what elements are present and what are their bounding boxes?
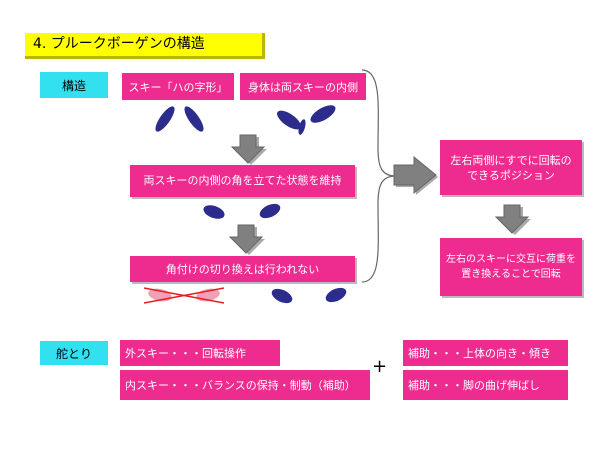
box-inner-ski: 内スキー・・・バランスの保持・制動（補助）	[120, 370, 370, 400]
ski-diagram-edge	[203, 203, 281, 219]
box-edge-maintain: 両スキーの内側の角を立てた状態を維持	[130, 165, 355, 197]
ski-right	[184, 106, 204, 132]
ski-left	[277, 110, 301, 130]
ski-right	[310, 105, 336, 123]
arrow-down-icon	[494, 204, 531, 235]
box-turn-position: 左右両側にすでに回転のできるポジション	[440, 140, 582, 195]
box-ha-shape: スキー「ハの字形」	[122, 73, 234, 100]
ski-left	[155, 106, 175, 132]
arrow-right-icon	[393, 155, 438, 195]
arrow-down-icon	[228, 224, 265, 255]
plus-sign: +	[372, 356, 388, 377]
box-aid-upper-body: 補助・・・上体の向き・傾き	[403, 340, 568, 366]
box-body-inside: 身体は両スキーの内側	[240, 73, 366, 100]
box-outer-ski: 外スキー・・・回転操作	[120, 340, 280, 366]
structure-label: 構造	[40, 72, 108, 98]
ski-diagram-no-switch	[143, 287, 347, 304]
box-aid-legs: 補助・・・脚の曲げ伸ばし	[403, 370, 568, 400]
steering-label: 舵とり	[40, 341, 108, 365]
page-title: 4. プルークボーゲンの構造	[25, 33, 265, 59]
box-weight-shift: 左右のスキーに交互に荷重を置き換えることで回転	[440, 238, 582, 296]
ski-diagram-body	[277, 105, 336, 135]
box-no-edge-switch: 角付けの切り換えは行われない	[130, 256, 355, 282]
body-mark	[298, 119, 306, 135]
ski-right	[325, 287, 347, 303]
cross-line-2	[143, 287, 225, 304]
ski-left	[203, 205, 225, 219]
arrow-down-icon	[230, 134, 267, 165]
ski-left	[271, 288, 293, 304]
ski-right	[259, 203, 281, 219]
ski-diagram-ha	[155, 106, 204, 132]
